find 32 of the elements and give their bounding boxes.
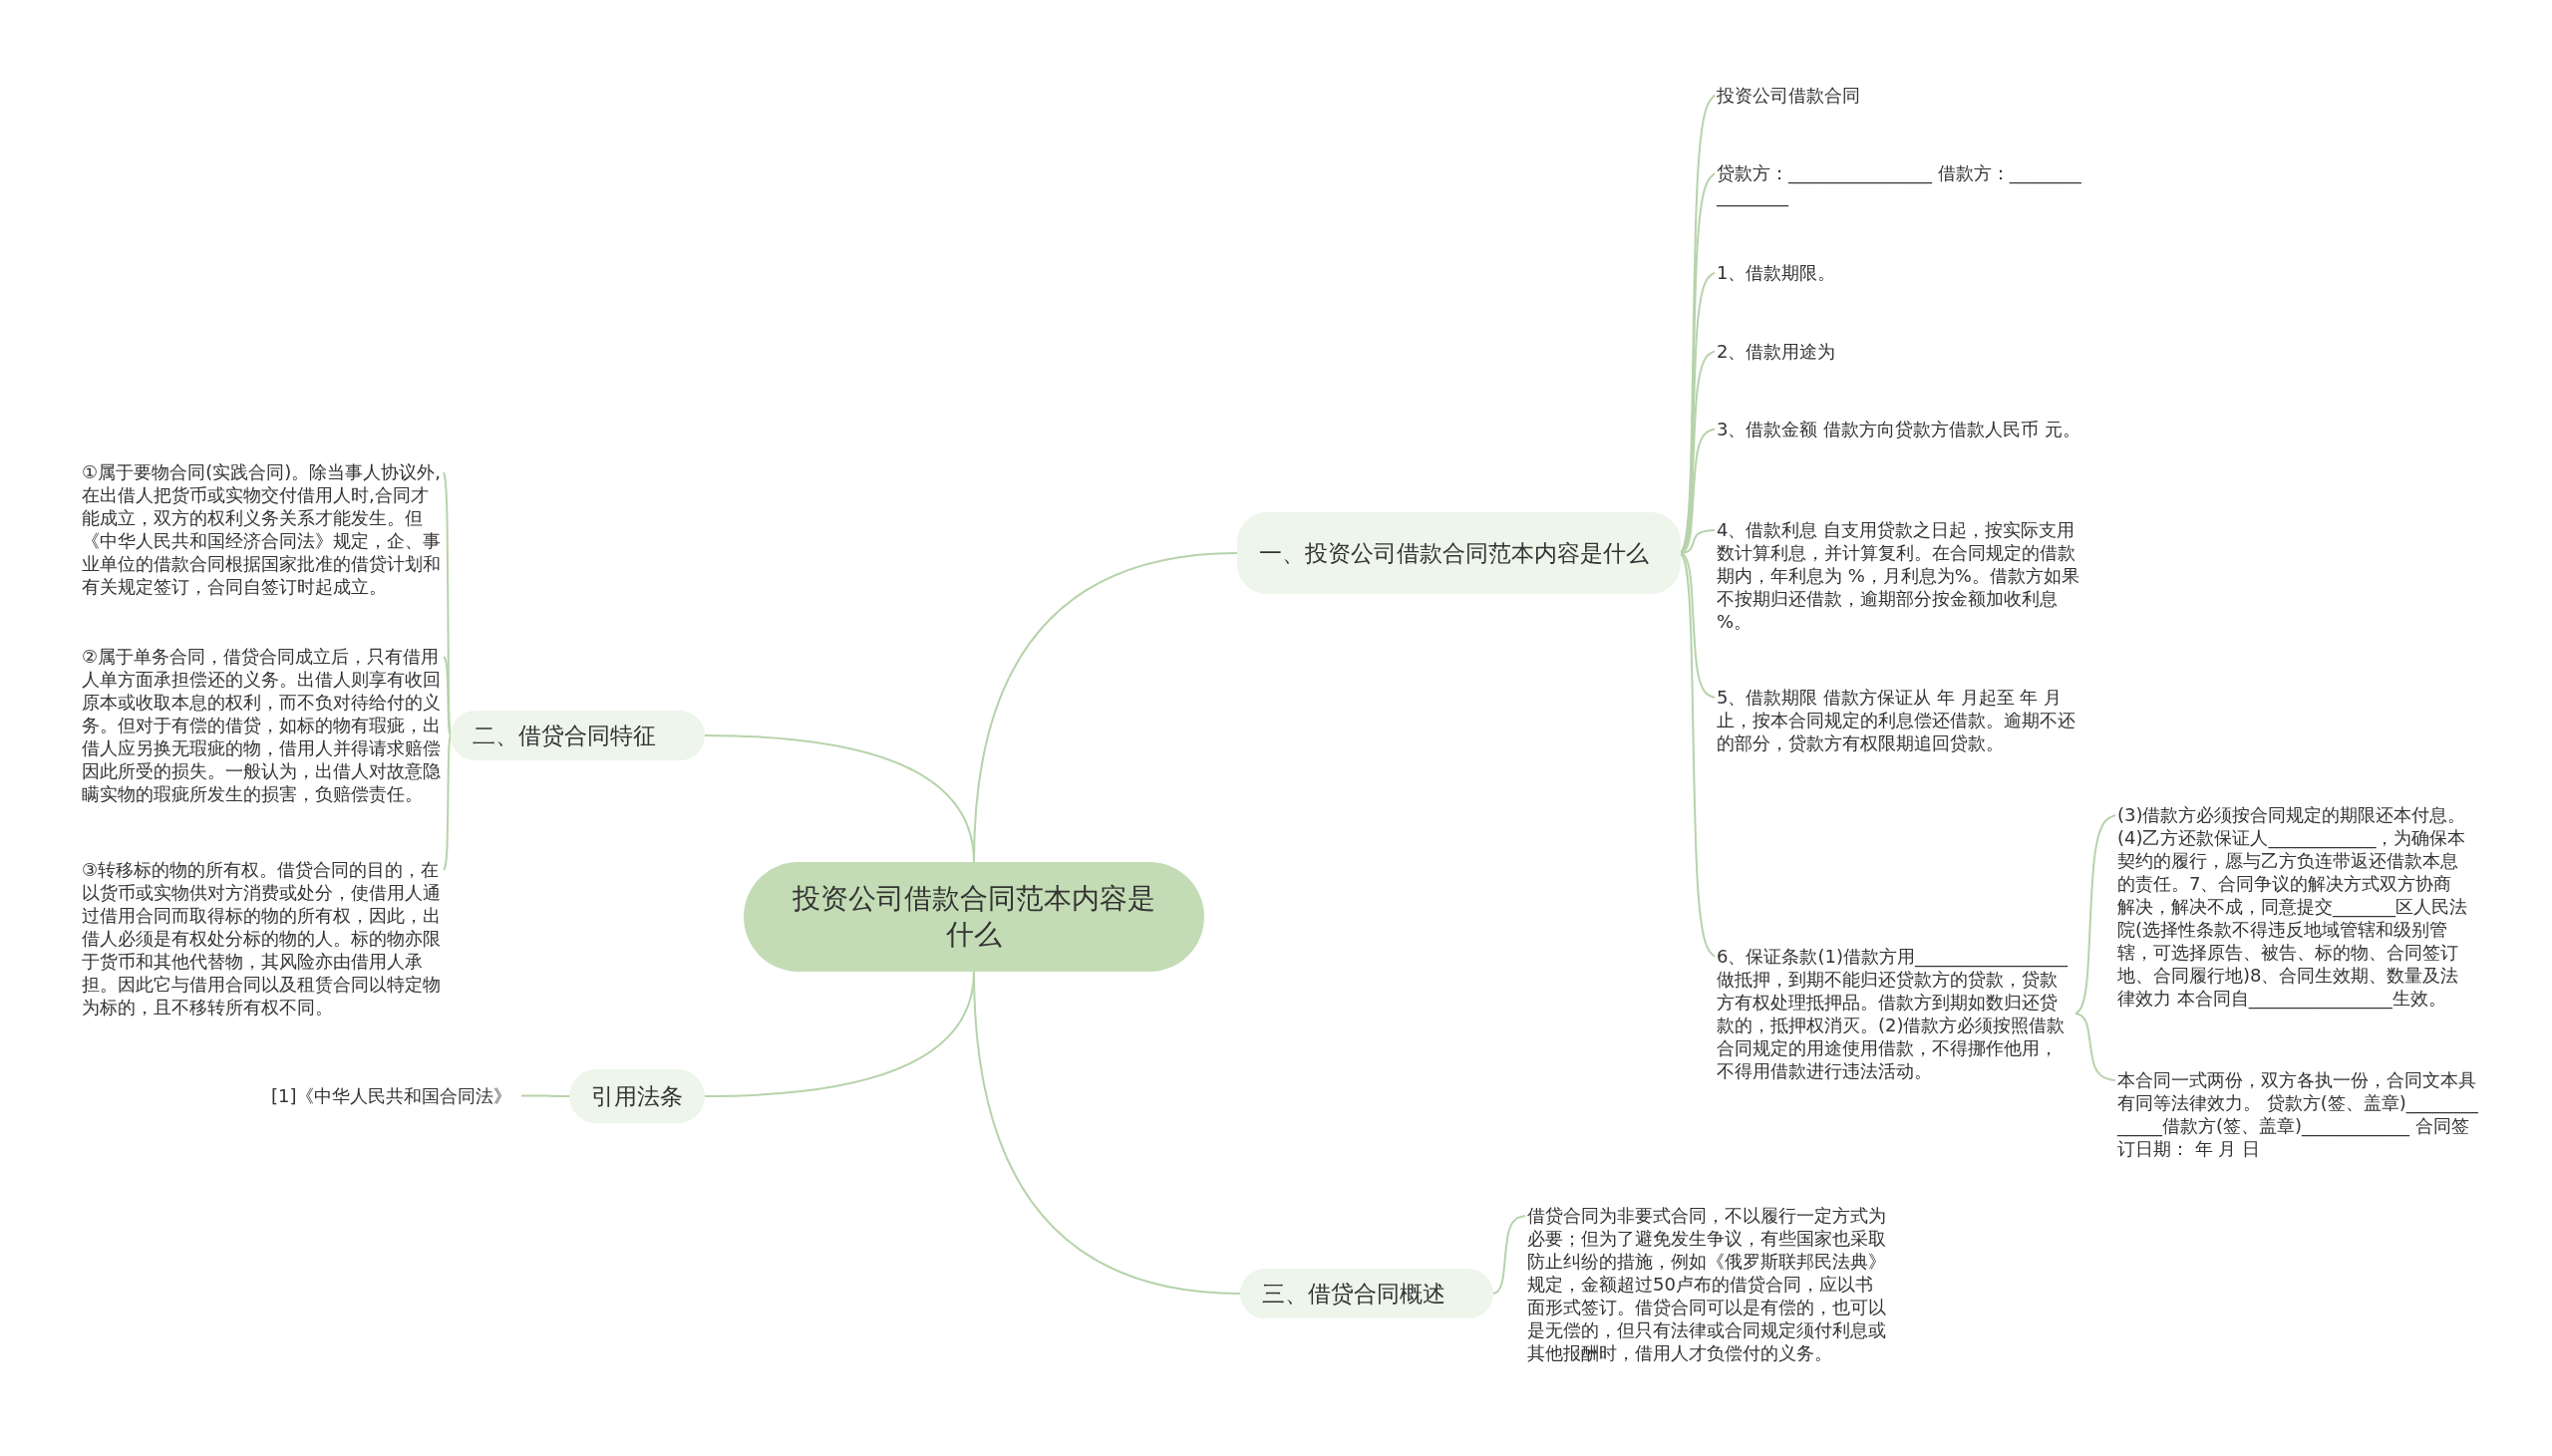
topic-text: [1]《中华人民共和国合同法》 (269, 1084, 521, 1107)
connector-line (443, 734, 452, 871)
topic-text: 投资公司借款合同 (1715, 84, 2083, 107)
topic-text: 本合同一式两份，双方各执一份，合同文本具有同等法律效力。 贷款方(签、盖章)_____________借款方(签、盖章)____________ 合同签订日期： 年 月 日 (2115, 1068, 2484, 1160)
branch-topic: 三、借贷合同概述 (1240, 1269, 1493, 1318)
branch-topic: 引用法条 (569, 1069, 705, 1123)
branch-topic: 一、投资公司借款合同范本内容是什么 (1237, 512, 1681, 594)
topic-text: 6、保证条款(1)借款方用_________________做抵押，到期不能归还贷款方的贷款，贷款方有权处理抵押品。借款方到期如数归还贷款的，抵押权消灭。(2)借款方必须按照借款合同规定的用途使用借款，不得挪作他用，不得用借款进行违法活动。 (1715, 945, 2075, 1082)
connector-line (2074, 1013, 2116, 1081)
topic-text: 4、借款利息 自支用贷款之日起，按实际支用数计算利息，并计算复利。在合同规定的借款期内，年利息为 %，月利息为%。借款方如果不按期归还借款，逾期部分按金额加收利息 %。 (1715, 518, 2083, 633)
topic-text: 2、借款用途为 (1715, 340, 2083, 363)
connector-line (1680, 529, 1716, 554)
topic-text: 5、借款期限 借款方保证从 年 月起至 年 月止，按本合同规定的利息偿还借款。逾期不还的部分，贷款方有权限期追回贷款。 (1715, 686, 2083, 754)
central-topic: 投资公司借款合同范本内容是什么 (744, 862, 1204, 972)
connector-line (704, 734, 975, 863)
topic-text: 借贷合同为非要式合同，不以履行一定方式为必要；但为了避免发生争议，有些国家也采取防止纠纷的措施，例如《俄罗斯联邦民法典》规定，金额超过50卢布的借贷合同，应以书面形式签订。借贷合同可以是有偿的，也可以是无偿的，但只有法律或合同规定须付利息或其他报酬时，借用人才负偿付的义务。 (1525, 1204, 1889, 1364)
connector-line (520, 1094, 570, 1097)
topic-text: 3、借款金额 借款方向贷款方借款人民币 元。 (1715, 418, 2083, 440)
topic-text: 贷款方：________________ 借款方：________________ (1715, 161, 2083, 207)
connector-line (973, 971, 1241, 1295)
connector-line (1680, 552, 1716, 958)
topic-text: ③转移标的物的所有权。借贷合同的目的，在以货币或实物供对方消费或处分，使借用人通过借用合同而取得标的物的所有权，因此，出借人必须是有权处分标的物的人。标的物亦限于货币和其他代替物，其风险亦由借用人承担。因此它与借用合同以及租赁合同以特定物为标的，且不移转所有权不同。 (80, 858, 444, 1019)
connector-line (1680, 552, 1716, 699)
connector-line (2074, 814, 2116, 1015)
topic-text: ②属于单务合同，借贷合同成立后，只有借用人单方面承担偿还的义务。出借人则享有收回原本或收取本息的权利，而不负对待给付的义务。但对于有偿的借贷，如标的物有瑕疵，出借人应另换无瑕疵的物，借用人并得请求赔偿因此所受的损失。一般认为，出借人对故意隐瞒实物的瑕疵所发生的损害，负赔偿责任。 (80, 645, 444, 805)
connector-line (443, 656, 452, 736)
connector-line (1680, 350, 1716, 554)
connector-line (1492, 1215, 1526, 1295)
topic-text: (3)借款方必须按合同规定的期限还本付息。 (4)乙方还款保证人____________，为确保本契约的履行，愿与乙方负连带返还借款本息的责任。7、合同争议的解决方式双方协商解决，解决不成，同意提交_______区人民法院(选择性条款不得违反地域管辖和级别管辖，可选择原告、被告、标的物、合同签订地、合同履行地)8、合同生效期、数量及法律效力 本合同自________________生效。 (2115, 803, 2470, 1010)
branch-topic: 二、借贷合同特征 (451, 711, 705, 760)
topic-text: 1、借款期限。 (1715, 261, 2083, 284)
topic-text: ①属于要物合同(实践合同)。除当事人协议外,在出借人把货币或实物交付借用人时,合同才能成立，双方的权利义务关系才能发生。但《中华人民共和国经济合同法》规定，企、事业单位的借款合同根据国家批准的借贷计划和有关规定签订，合同自签订时起成立。 (80, 460, 444, 598)
